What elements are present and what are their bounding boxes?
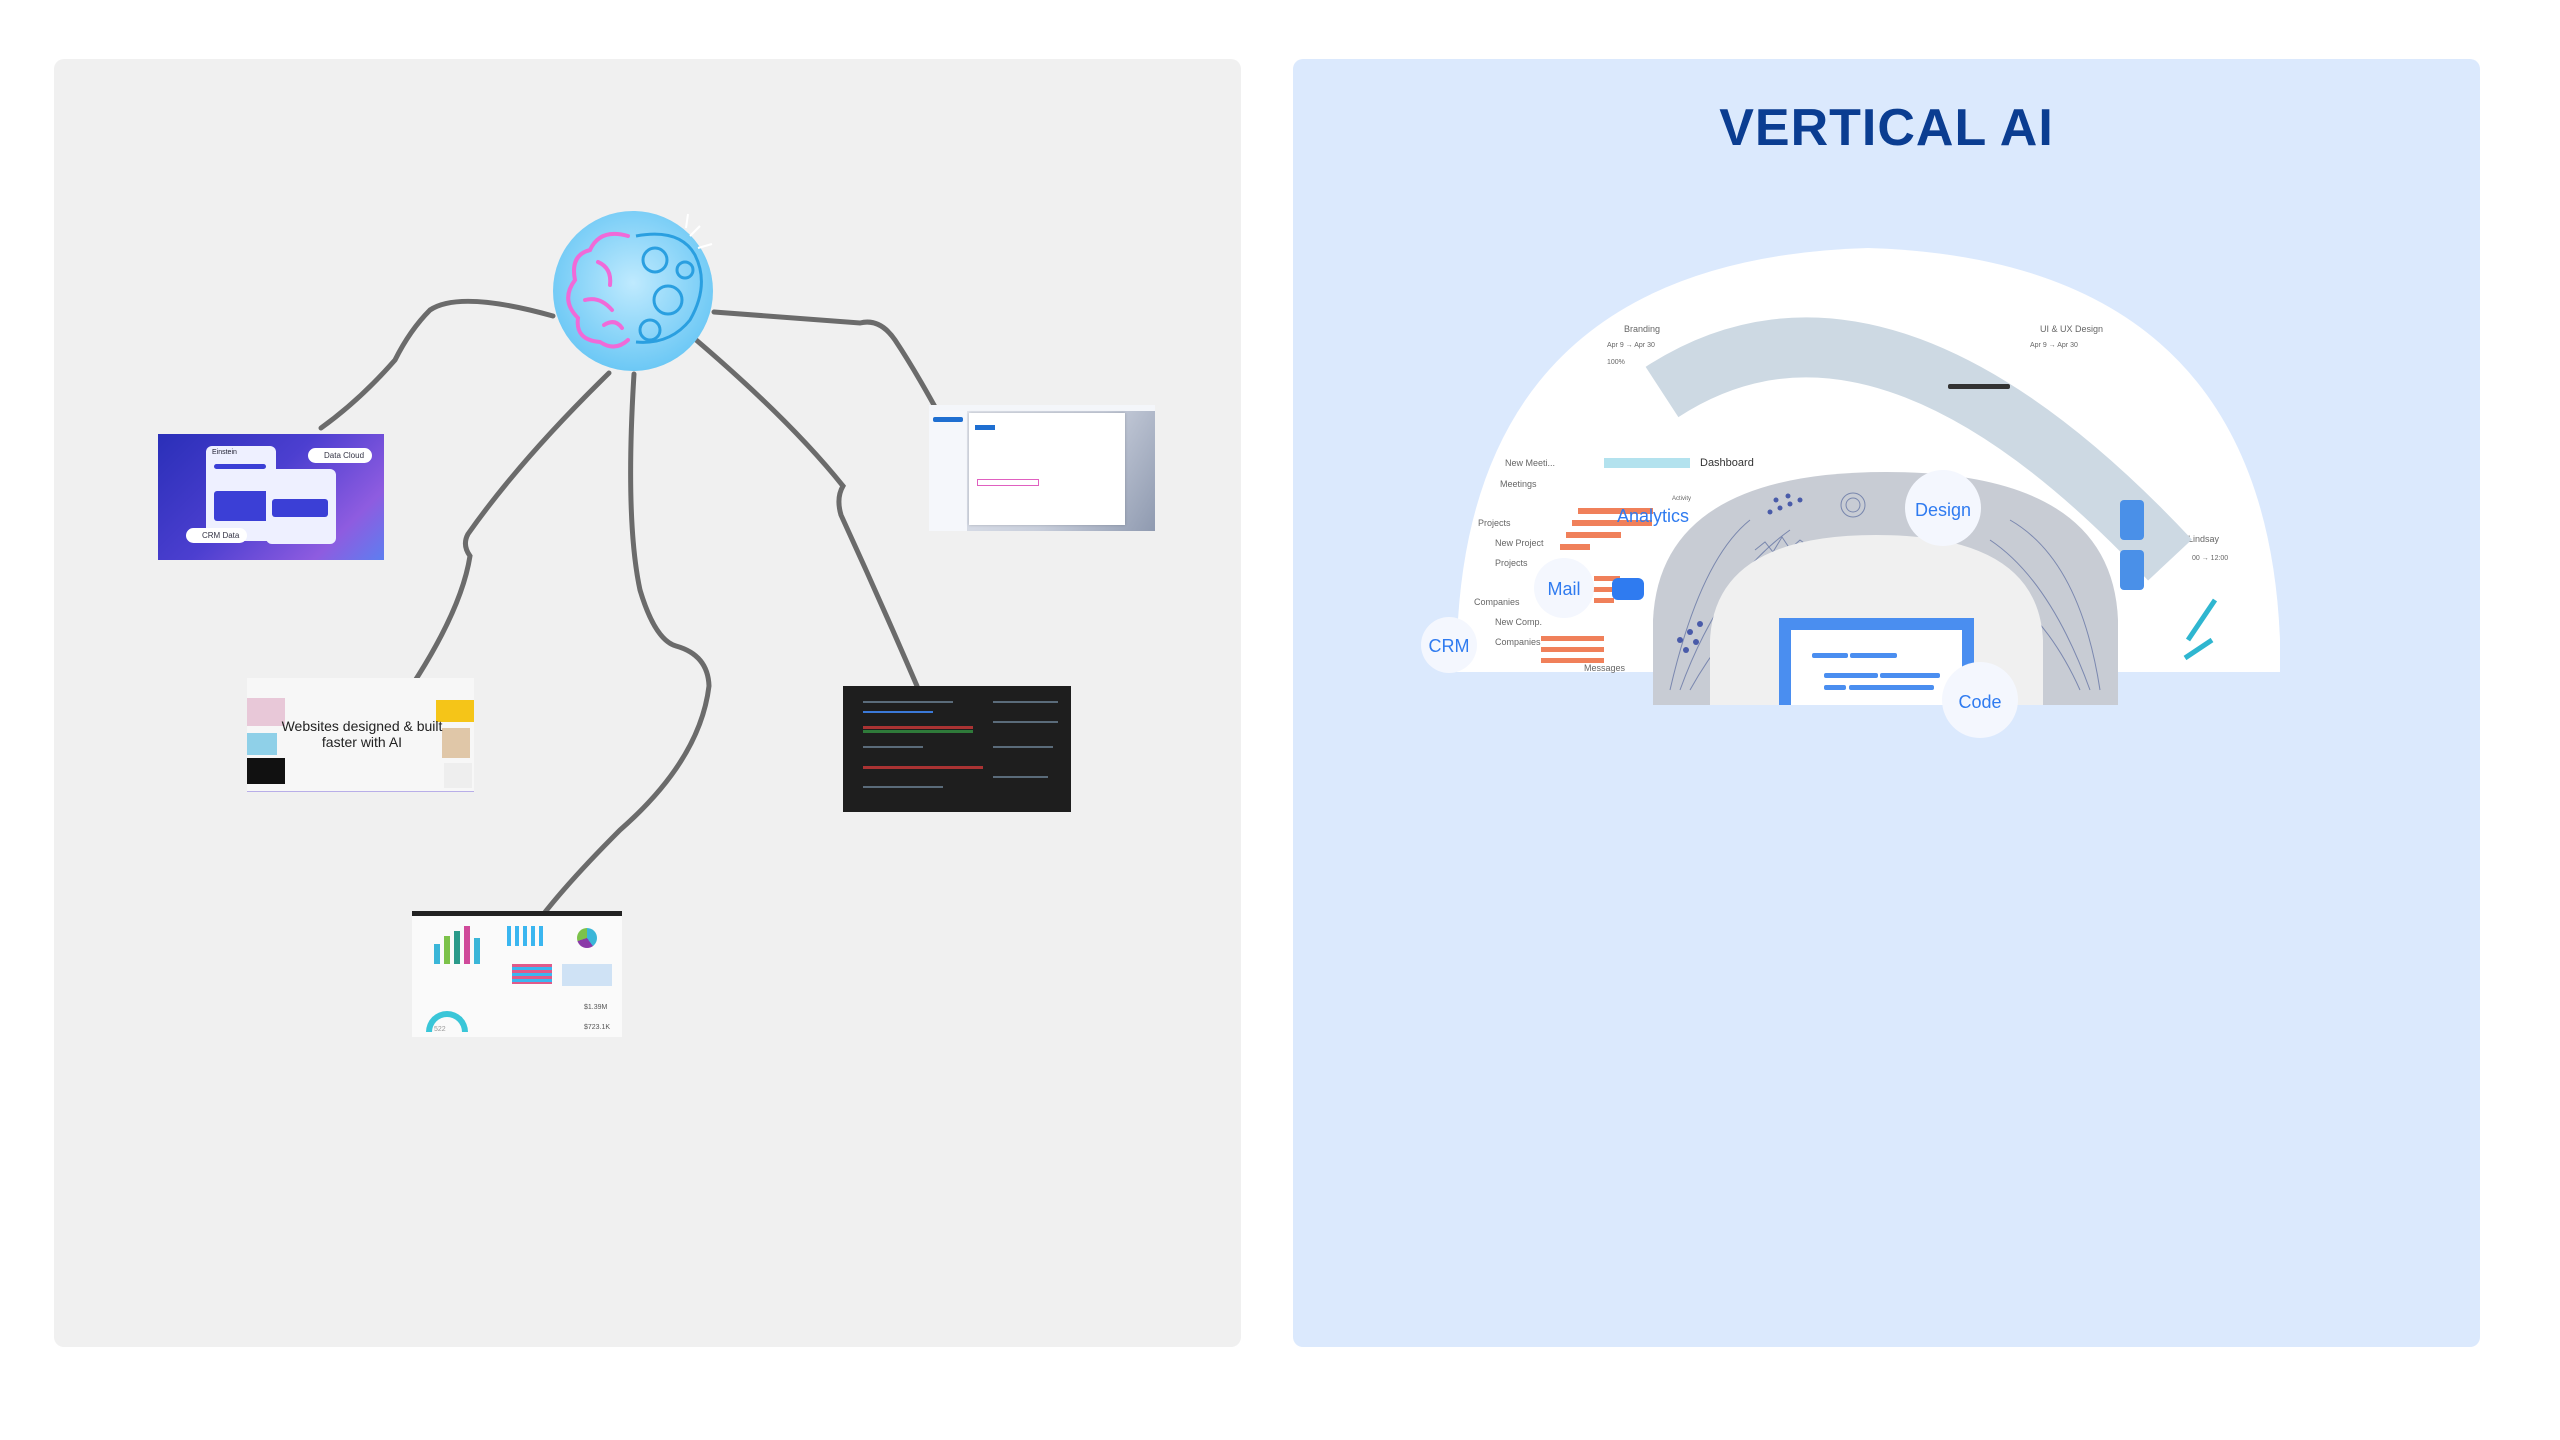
gauge-value: 522 [434,1026,446,1033]
fragment-branding: Branding [1624,324,1660,334]
code-label[interactable]: Code [1942,662,2018,738]
thumbnail-code-editor[interactable] [843,686,1071,812]
connector-code [692,336,920,689]
fragment-new-meeting: New Meeti... [1505,458,1555,468]
connector-website [386,370,612,722]
fragment-activity: Activity [1672,496,1691,502]
mail-label[interactable]: Mail [1534,558,1594,618]
compose-window [969,413,1125,525]
fragment-projects: Projects [1495,558,1528,568]
kpi-value-2: $723.1K [584,1024,611,1031]
fragment-messages: Messages [1584,663,1626,673]
page-title: VERTICAL AI [1719,99,2054,157]
fragment-new-company: New Comp. [1495,617,1542,627]
svg-text:Code: Code [1958,692,2001,712]
chat-window-secondary [266,469,336,544]
connector-dashboard [539,371,712,919]
analytics-label[interactable]: Analytics [1617,506,1689,526]
chat-app-name: Einstein [212,449,237,456]
fragment-person: Lindsay [2188,534,2220,544]
svg-text:CRM: CRM [1429,636,1470,656]
fragment-companies-header: Companies [1474,597,1520,607]
orange-stripes [1541,508,1653,663]
brain-gears-icon [553,211,713,371]
connector-crm [318,298,556,431]
connector-mail [711,309,943,419]
fragment-dashboard: Dashboard [1700,457,1754,469]
fragment-ui-ux-dates: Apr 9 → Apr 30 [2030,342,2078,349]
design-label[interactable]: Design [1905,470,1981,546]
svg-text:Mail: Mail [1547,579,1580,599]
crm-label[interactable]: CRM [1421,617,1477,673]
website-headline: Websites designed & built faster with AI [281,718,443,750]
crm-data-badge: CRM Data [186,528,248,543]
chat-window: Einstein [206,446,276,541]
fragment-time: 00 → 12:00 [2192,555,2228,562]
fragment-new-project: New Project [1495,538,1544,548]
fragment-branding-progress: 100% [1607,359,1625,366]
fragment-meetings: Meetings [1500,479,1537,489]
gray-arc-band [1645,317,2192,581]
thumbnail-crm-ai-chat[interactable]: Einstein Data Cloud CRM Data [158,434,384,560]
fragment-projects-header: Projects [1478,518,1511,528]
fragment-ui-ux: UI & UX Design [2040,324,2103,334]
svg-text:Design: Design [1915,500,1971,520]
fragment-companies: Companies [1495,637,1541,647]
fragment-branding-dates: Apr 9 → Apr 30 [1607,342,1655,349]
mail-sidebar [929,411,967,531]
svg-text:Analytics: Analytics [1617,506,1689,526]
data-cloud-badge: Data Cloud [308,448,373,463]
kpi-value-1: $1.39M [584,1004,608,1011]
thumbnail-mail-client[interactable] [929,405,1155,531]
thumbnail-analytics-dashboard[interactable]: 522 $1.39M $723.1K [412,911,622,1037]
thumbnail-website-builder[interactable]: Websites designed & built faster with AI [247,678,474,792]
code-window-icon [1779,618,1974,705]
